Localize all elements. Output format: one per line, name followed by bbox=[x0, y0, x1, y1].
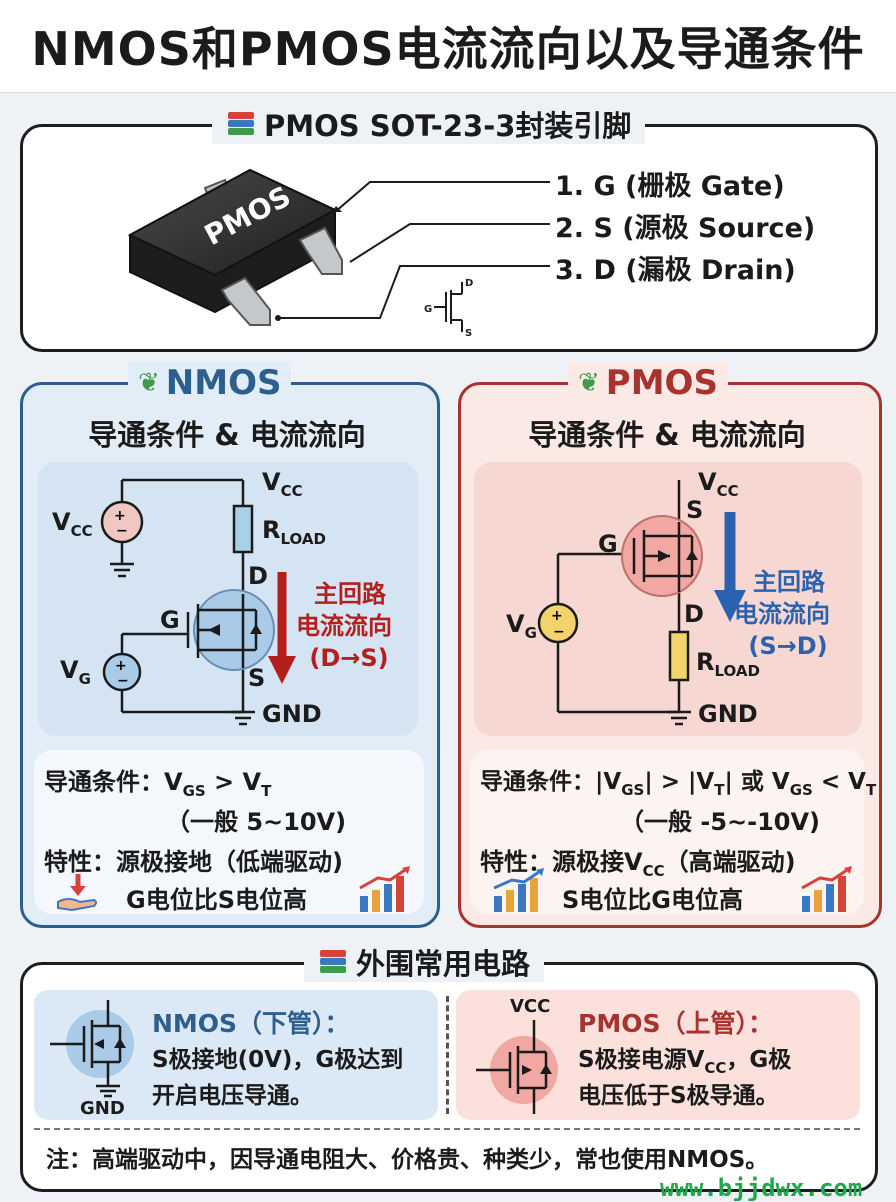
nmos-feature-2: G电位比S电位高 bbox=[126, 886, 307, 914]
nmos-rload-label: RLOAD bbox=[262, 516, 326, 548]
pmos-high-side-line2: 电压低于S极导通。 bbox=[578, 1083, 779, 1109]
books-icon bbox=[318, 948, 348, 976]
bar-chart-up-icon bbox=[801, 866, 852, 912]
pmos-feature-1: 特性：源极接VCC（高端驱动) bbox=[480, 848, 796, 880]
leaf-icon: ❦ bbox=[138, 368, 160, 398]
note-separator bbox=[34, 1128, 860, 1130]
pmos-high-side-symbol bbox=[476, 1020, 558, 1114]
svg-text:+: + bbox=[551, 608, 563, 624]
nmos-condition: 导通条件：VGS > VT bbox=[44, 768, 272, 800]
peripheral-heading: 外围常用电路 bbox=[304, 942, 545, 982]
package-heading-text: PMOS SOT-23-3封装引脚 bbox=[264, 109, 632, 143]
svg-text:−: − bbox=[116, 523, 128, 539]
pmos-d-label: D bbox=[684, 600, 704, 628]
hand-down-arrow-icon bbox=[57, 874, 97, 912]
nmos-low-side-symbol bbox=[50, 1000, 134, 1098]
nmos-feature-1: 特性：源极接地（低端驱动) bbox=[44, 848, 343, 876]
nmos-g-label: G bbox=[160, 606, 180, 634]
pmos-subtitle: 导通条件 & 电流流向 bbox=[528, 418, 806, 452]
leaf-icon: ❦ bbox=[578, 368, 600, 398]
pin-3-label: 3. D (漏极 Drain) bbox=[555, 255, 796, 286]
nmos-low-side-line1: S极接地(0V)，G极达到 bbox=[152, 1047, 404, 1073]
pmos-rload-label: RLOAD bbox=[696, 648, 760, 680]
nmos-low-side-gnd: GND bbox=[80, 1098, 125, 1119]
pin-2-label: 2. S (源极 Source) bbox=[555, 213, 816, 244]
pmos-circuit-area bbox=[474, 462, 862, 736]
nmos-condition-range: （一般 5~10V) bbox=[166, 808, 347, 836]
books-icon bbox=[226, 110, 256, 138]
nmos-vcc-source-label: VCC bbox=[52, 508, 93, 540]
nmos-loop-text: 主回路 电流流向 (D→S) bbox=[296, 580, 392, 672]
bar-chart-up-icon bbox=[359, 866, 410, 912]
nmos-gnd-label: GND bbox=[262, 700, 322, 728]
pmos-condition: 导通条件：|VGS| > |VT| 或 VGS < VT bbox=[480, 769, 877, 799]
nmos-vcc-label: VCC bbox=[262, 468, 303, 500]
nmos-subtitle: 导通条件 & 电流流向 bbox=[88, 418, 366, 452]
page-title: NMOS和PMOS电流流向以及导通条件 bbox=[0, 0, 896, 93]
package-heading: PMOS SOT-23-3封装引脚 bbox=[212, 104, 646, 144]
pmos-g-label: G bbox=[598, 530, 618, 558]
bar-chart-rising-icon bbox=[493, 868, 544, 912]
watermark: www.bjjdwx.com bbox=[660, 1174, 863, 1202]
svg-text:−: − bbox=[117, 673, 129, 689]
nmos-circuit: + − + − bbox=[100, 478, 296, 726]
peripheral-heading-text: 外围常用电路 bbox=[356, 947, 531, 981]
pmos-s-label: S bbox=[686, 496, 704, 524]
pmos-high-side-vcc: VCC bbox=[510, 996, 551, 1017]
svg-text:D: D bbox=[465, 278, 473, 289]
pmos-condition-range: （一般 -5~-10V) bbox=[620, 808, 821, 836]
svg-text:+: + bbox=[115, 658, 127, 674]
divider bbox=[446, 996, 449, 1114]
pmos-high-side-line1: S极接电源VCC，G极 bbox=[578, 1047, 792, 1077]
svg-text:S: S bbox=[465, 328, 472, 339]
pmos-panel-title: ❦ PMOS bbox=[568, 362, 728, 404]
sot23-chip-illustration: PMOS bbox=[127, 168, 550, 326]
nmos-d-label: D bbox=[248, 562, 268, 590]
svg-text:+: + bbox=[114, 508, 126, 524]
nmos-condition-card bbox=[34, 750, 424, 914]
pmos-gnd-label: GND bbox=[698, 700, 758, 728]
pmos-circuit: + − bbox=[537, 480, 746, 726]
nmos-low-side-title: NMOS（下管）： bbox=[152, 1009, 350, 1038]
footnote: 注：高端驱动中，因导通电阻大、价格贵、种类少，常也使用NMOS。 bbox=[46, 1147, 769, 1173]
pmos-loop-text: 主回路 电流流向 (S→D) bbox=[734, 568, 830, 660]
nmos-vg-label: VG bbox=[60, 656, 91, 688]
pmos-vcc-label: VCC bbox=[698, 468, 739, 500]
pmos-symbol-small: G D S bbox=[424, 278, 473, 339]
svg-text:G: G bbox=[424, 304, 432, 315]
nmos-low-side-line2: 开启电压导通。 bbox=[152, 1083, 313, 1109]
pmos-high-side-title: PMOS（上管）： bbox=[578, 1009, 773, 1038]
pin-1-label: 1. G (栅极 Gate) bbox=[555, 171, 785, 202]
pmos-vg-label: VG bbox=[506, 610, 537, 642]
nmos-panel-title: ❦ NMOS bbox=[128, 362, 292, 404]
pmos-feature-2: S电位比G电位高 bbox=[562, 886, 743, 914]
svg-text:−: − bbox=[553, 624, 565, 640]
nmos-s-label: S bbox=[248, 664, 266, 692]
